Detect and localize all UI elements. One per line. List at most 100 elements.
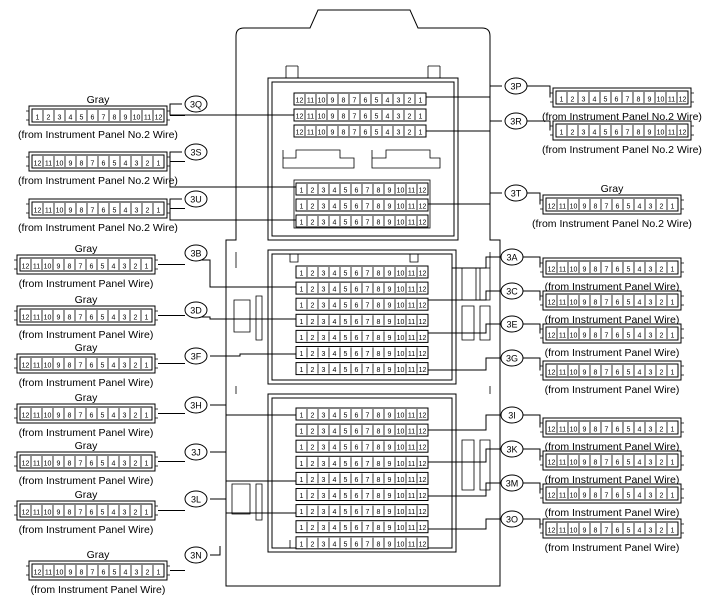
leader-line <box>527 85 551 98</box>
pin-number: 2 <box>660 300 664 307</box>
leader-line <box>426 120 502 132</box>
pin-number: 5 <box>627 528 631 535</box>
pin-number: 4 <box>638 300 642 307</box>
pin-number: 4 <box>333 287 337 294</box>
pin-number: 7 <box>366 367 370 374</box>
pin-number: 9 <box>57 363 61 370</box>
pin-number: 5 <box>344 493 348 500</box>
pin-number: 12 <box>34 208 42 215</box>
pin-number: 6 <box>355 367 359 374</box>
pin-number: 7 <box>605 370 609 377</box>
pin-number: 10 <box>397 319 405 326</box>
pin-number: 7 <box>366 188 370 195</box>
pin-number: 1 <box>419 130 423 137</box>
pin-number: 2 <box>134 264 138 271</box>
connector-id-label: 3E <box>506 320 517 330</box>
pin-number: 1 <box>300 413 304 420</box>
leader-line <box>210 353 296 357</box>
pin-number: 12 <box>22 264 30 271</box>
pin-number: 1 <box>671 370 675 377</box>
pin-number: 4 <box>638 528 642 535</box>
pin-number: 9 <box>388 367 392 374</box>
pin-number: 12 <box>419 335 427 342</box>
pin-number: 6 <box>355 477 359 484</box>
pin-number: 12 <box>419 188 427 195</box>
leader-line <box>169 151 296 188</box>
pin-number: 8 <box>594 493 598 500</box>
connector-id-badge <box>504 184 528 202</box>
pin-number: 10 <box>397 509 405 516</box>
pin-number: 7 <box>605 528 609 535</box>
pin-number: 6 <box>355 303 359 310</box>
pin-number: 12 <box>679 130 687 137</box>
pin-number: 8 <box>594 528 598 535</box>
pin-number: 8 <box>594 204 598 211</box>
pin-number: 6 <box>355 509 359 516</box>
pin-number: 10 <box>397 541 405 548</box>
pin-number: 12 <box>296 130 304 137</box>
pin-number: 7 <box>79 264 83 271</box>
pin-number: 10 <box>397 188 405 195</box>
pin-number: 8 <box>377 220 381 227</box>
wire-source-label: (from Instrument Panel Wire) <box>31 584 166 596</box>
pin-number: 3 <box>123 461 127 468</box>
pin-number: 9 <box>583 267 587 274</box>
pin-number: 9 <box>583 204 587 211</box>
pin-number: 11 <box>559 333 566 340</box>
pin-number: 3 <box>397 98 401 105</box>
pin-number: 6 <box>90 461 94 468</box>
pin-number: 9 <box>69 208 73 215</box>
pin-number: 7 <box>353 130 357 137</box>
pin-number: 9 <box>388 461 392 468</box>
connector-id-badge <box>500 282 524 300</box>
pin-number: 2 <box>571 130 575 137</box>
pin-number: 11 <box>408 303 415 310</box>
pin-number: 8 <box>80 208 84 215</box>
pin-number: 5 <box>101 264 105 271</box>
pin-number: 11 <box>408 541 415 548</box>
pin-number: 7 <box>79 363 83 370</box>
wire-source-label: (from Instrument Panel Wire) <box>545 542 680 554</box>
pin-number: 8 <box>377 461 381 468</box>
pin-number: 4 <box>112 264 116 271</box>
pin-number: 2 <box>146 570 150 577</box>
leader-line <box>428 414 500 431</box>
pin-number: 9 <box>57 461 61 468</box>
pin-number: 6 <box>615 97 619 104</box>
pin-number: 4 <box>638 267 642 274</box>
pin-number: 1 <box>145 264 149 271</box>
pin-number: 11 <box>408 351 415 358</box>
pin-number: 12 <box>419 319 427 326</box>
leader-line <box>523 414 541 428</box>
pin-number: 1 <box>419 114 423 121</box>
pin-number: 5 <box>627 493 631 500</box>
pin-number: 8 <box>377 204 381 211</box>
pin-number: 3 <box>322 303 326 310</box>
wire-color-label: Gray <box>75 440 99 452</box>
pin-number: 2 <box>311 367 315 374</box>
connector-id-badge <box>184 244 208 262</box>
pin-number: 5 <box>344 351 348 358</box>
pin-number: 7 <box>626 130 630 137</box>
pin-number: 10 <box>570 427 578 434</box>
pin-number: 1 <box>300 319 304 326</box>
pin-number: 6 <box>355 188 359 195</box>
pin-number: 8 <box>68 363 72 370</box>
connector-id-badge <box>504 77 528 95</box>
pin-number: 3 <box>322 335 326 342</box>
pin-number: 7 <box>605 300 609 307</box>
pin-number: 2 <box>311 525 315 532</box>
pin-number: 9 <box>331 114 335 121</box>
pin-number: 8 <box>377 445 381 452</box>
pin-number: 4 <box>333 271 337 278</box>
pin-number: 7 <box>79 461 83 468</box>
pin-number: 9 <box>388 493 392 500</box>
